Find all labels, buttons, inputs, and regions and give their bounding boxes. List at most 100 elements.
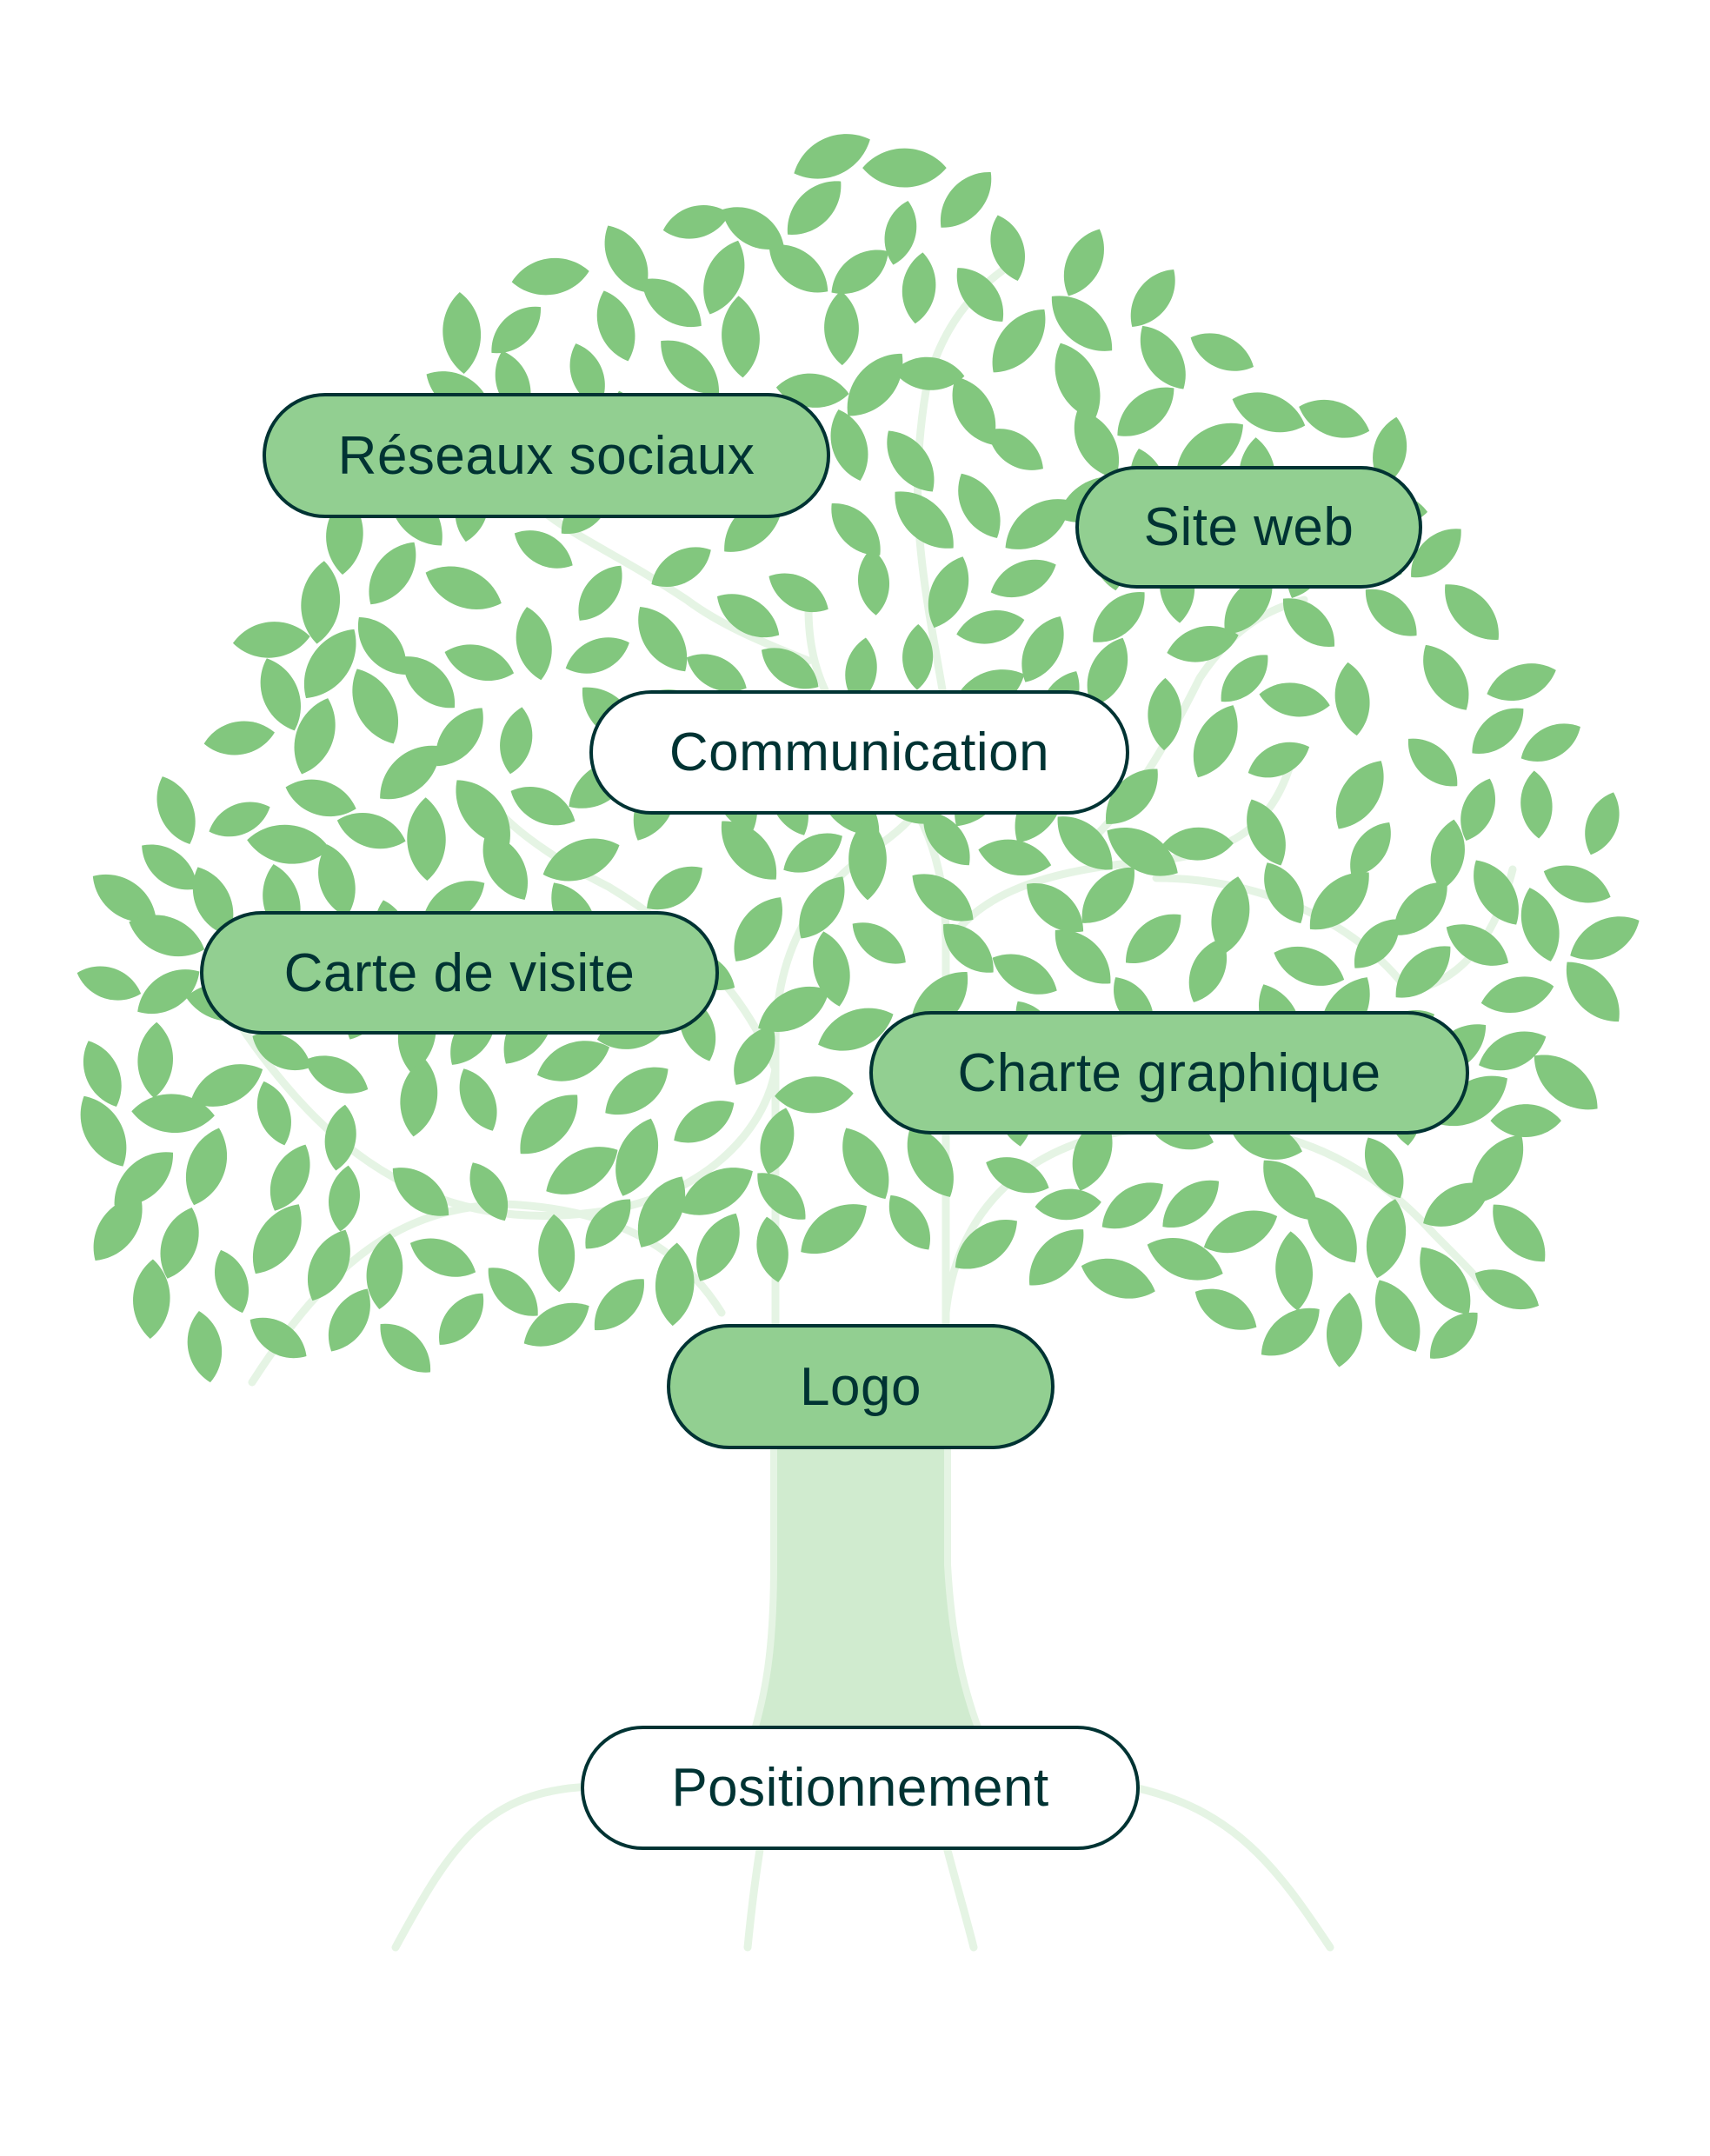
leaf-icon: [680, 1168, 753, 1215]
leaf-icon: [1117, 387, 1174, 436]
leaf-icon: [594, 1279, 644, 1331]
node-carte-de-visite[interactable]: Carte de visite: [200, 911, 719, 1035]
node-charte-graphique[interactable]: Charte graphique: [869, 1011, 1469, 1135]
leaf-icon: [1101, 1182, 1163, 1229]
leaf-icon: [456, 780, 510, 845]
leaf-icon: [686, 654, 747, 692]
leaf-icon: [488, 1268, 538, 1316]
leaf-icon: [546, 1147, 618, 1194]
leaf-icon: [756, 1216, 788, 1282]
leaf-icon: [131, 1094, 215, 1133]
leaf-icon: [1430, 1312, 1478, 1359]
node-logo[interactable]: Logo: [667, 1324, 1055, 1449]
leaf-icon: [1350, 822, 1391, 876]
leaf-icon: [956, 268, 1004, 322]
leaf-icon: [542, 838, 620, 882]
leaf-icon: [114, 1152, 174, 1206]
leaf-icon: [250, 1317, 307, 1359]
leaf-icon: [1375, 1280, 1421, 1352]
leaf-icon: [1365, 1137, 1404, 1199]
leaf-icon: [192, 867, 234, 936]
leaf-icon: [783, 833, 842, 873]
leaf-icon: [269, 1144, 310, 1211]
leaf-icon: [1446, 924, 1509, 966]
leaf-icon: [137, 969, 200, 1015]
leaf-icon: [294, 698, 336, 775]
leaf-icon: [928, 556, 969, 629]
node-reseaux-sociaux[interactable]: Réseaux sociaux: [263, 393, 830, 518]
leaf-icon: [1093, 592, 1145, 642]
leaf-icon: [1395, 946, 1451, 998]
leaf-icon: [156, 776, 196, 845]
leaf-icon: [830, 409, 868, 481]
node-label: Logo: [800, 1356, 922, 1417]
leaf-icon: [369, 542, 416, 605]
leaf-icon: [847, 353, 903, 416]
leaf-icon: [1520, 888, 1560, 962]
node-label: Positionnement: [671, 1758, 1049, 1818]
leaf-icon: [637, 1176, 686, 1248]
leaf-icon: [902, 252, 936, 324]
leaf-icon: [520, 1095, 578, 1155]
leaf-icon: [1479, 1031, 1547, 1071]
leaf-icon: [894, 356, 965, 390]
leaf-icon: [615, 1118, 658, 1196]
leaf-icon: [604, 225, 649, 292]
leaf-icon: [940, 172, 992, 228]
leaf-icon: [1021, 616, 1064, 682]
node-positionnement[interactable]: Positionnement: [581, 1726, 1140, 1850]
leaf-icon: [845, 637, 877, 705]
leaf-icon: [757, 1173, 806, 1220]
leaf-icon: [1490, 1104, 1561, 1137]
leaf-icon: [187, 1311, 222, 1383]
leaf-icon: [1445, 584, 1499, 640]
leaf-icon: [77, 966, 142, 1001]
leaf-icon: [1394, 882, 1447, 935]
leaf-icon: [884, 200, 917, 265]
leaf-icon: [569, 343, 605, 408]
leaf-icon: [760, 1108, 795, 1174]
leaf-icon: [324, 1104, 356, 1171]
leaf-icon: [722, 207, 784, 250]
leaf-icon: [955, 1220, 1017, 1269]
leaf-icon: [1275, 1231, 1314, 1311]
leaf-icon: [214, 1249, 250, 1314]
leaf-icon: [380, 745, 441, 800]
leaf-icon: [392, 1168, 449, 1216]
leaf-icon: [252, 1033, 311, 1071]
branch-left-mid: [500, 813, 780, 1074]
leaf-icon: [329, 1165, 360, 1232]
leaf-icon: [761, 648, 819, 689]
leaf-icon: [1126, 914, 1181, 964]
leaf-icon: [818, 1008, 894, 1051]
leaf-icon: [1074, 409, 1120, 479]
leaf-icon: [1055, 929, 1111, 984]
leaf-icon: [887, 430, 935, 492]
leaf-icon: [442, 292, 482, 374]
leaf-icon: [1261, 1308, 1320, 1356]
leaf-icon: [1309, 872, 1369, 930]
leaf-icon: [1263, 1160, 1319, 1221]
leaf-icon: [459, 1068, 497, 1131]
leaf-icon: [1430, 819, 1465, 890]
leaf-icon: [536, 1041, 610, 1081]
leaf-icon: [952, 376, 996, 445]
leaf-icon: [895, 491, 954, 549]
leaf-icon: [978, 839, 1052, 875]
node-communication[interactable]: Communication: [589, 690, 1129, 815]
leaf-icon: [523, 1302, 589, 1347]
leaf-icon: [1327, 1292, 1362, 1367]
leaf-icon: [256, 1081, 291, 1146]
leaf-icon: [83, 1041, 122, 1107]
leaf-icon: [1081, 1258, 1155, 1299]
leaf-icon: [260, 658, 301, 731]
leaf-icon: [799, 876, 845, 939]
leaf-icon: [1334, 662, 1370, 736]
node-site-web[interactable]: Site web: [1075, 466, 1422, 589]
leaf-icon: [336, 813, 406, 849]
leaf-icon: [1487, 663, 1556, 701]
leaf-icon: [1029, 1229, 1084, 1286]
leaf-icon: [831, 503, 881, 556]
leaf-icon: [1232, 392, 1306, 433]
